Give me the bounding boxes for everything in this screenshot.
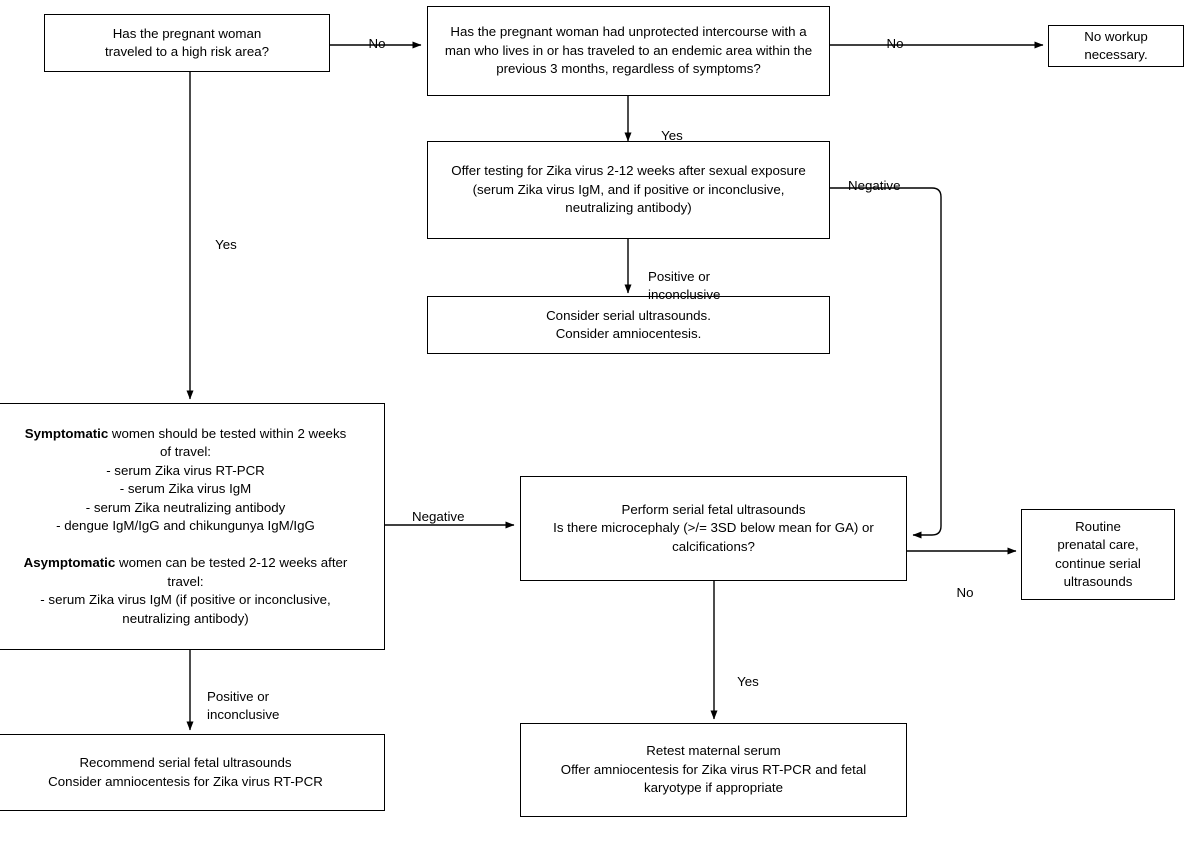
node-testing-panel-text: Symptomatic women should be tested withi… [0, 425, 384, 629]
node-offer-testing[interactable]: Offer testing for Zika virus 2-12 weeks … [427, 141, 830, 239]
asymptomatic-label: Asymptomatic [23, 555, 116, 571]
node-retest-maternal-serum[interactable]: Retest maternal serum Offer amniocentesi… [520, 723, 907, 817]
symptomatic-item-3: - dengue IgM/IgG and chikungunya IgM/IgG [56, 518, 315, 534]
node-perform-serial-ultrasounds-text: Perform serial fetal ultrasounds Is ther… [553, 501, 874, 554]
symptomatic-line2: of travel: [160, 444, 211, 460]
edge-label-negative-left-to-serial: Negative [412, 508, 465, 524]
edge-label-positive-or-inconclusive-top: Positive or inconclusive [648, 268, 721, 303]
node-routine-prenatal-care-text: Routine prenatal care, continue serial u… [1055, 518, 1141, 590]
edge-label-no-to-routine: No [956, 584, 974, 600]
node-routine-prenatal-care[interactable]: Routine prenatal care, continue serial u… [1021, 509, 1175, 600]
edge-label-no-top: No [368, 35, 386, 51]
edge-label-yes-to-retest: Yes [737, 673, 759, 689]
panel-spacer [0, 536, 378, 555]
symptomatic-item-0: - serum Zika virus RT-PCR [106, 462, 265, 478]
node-offer-testing-text: Offer testing for Zika virus 2-12 weeks … [451, 163, 806, 216]
node-travel-question-text: Has the pregnant woman traveled to a hig… [104, 25, 270, 60]
node-recommend-serial-ultrasounds-text: Recommend serial fetal ultrasounds Consi… [48, 755, 323, 789]
edge-label-yes-to-offer-testing: Yes [661, 127, 683, 143]
node-consider-serial-ultrasounds[interactable]: Consider serial ultrasounds. Consider am… [427, 296, 830, 354]
symptomatic-rest: women should be tested within 2 weeks [108, 425, 347, 441]
edge-offer-testing-negative-to-perform-serial [830, 187, 942, 539]
node-consider-serial-ultrasounds-text: Consider serial ultrasounds. Consider am… [546, 307, 711, 342]
symptomatic-label: Symptomatic [24, 425, 109, 441]
node-retest-maternal-serum-text: Retest maternal serum Offer amniocentesi… [560, 743, 867, 796]
node-testing-panel[interactable]: Symptomatic women should be tested withi… [0, 403, 385, 650]
asymptomatic-rest: women can be tested 2-12 weeks after [115, 555, 348, 571]
node-no-workup[interactable]: No workup necessary. [1048, 25, 1184, 67]
edge-label-yes-left-branch: Yes [215, 236, 237, 252]
node-sexual-exposure-question[interactable]: Has the pregnant woman had unprotected i… [427, 6, 830, 96]
asymptomatic-item-1: neutralizing antibody) [122, 610, 249, 626]
node-sexual-exposure-question-text: Has the pregnant woman had unprotected i… [444, 24, 813, 77]
asymptomatic-line2: travel: [167, 573, 204, 589]
edge-label-positive-or-inconclusive-bottom: Positive or inconclusive [207, 688, 280, 723]
edge-label-no-to-no-workup: No [886, 35, 904, 51]
symptomatic-item-1: - serum Zika virus IgM [119, 481, 252, 497]
node-perform-serial-ultrasounds[interactable]: Perform serial fetal ultrasounds Is ther… [520, 476, 907, 581]
edge-label-negative-from-offer-testing: Negative [848, 177, 901, 193]
node-travel-question[interactable]: Has the pregnant woman traveled to a hig… [44, 14, 330, 72]
node-no-workup-text: No workup necessary. [1084, 28, 1148, 63]
symptomatic-item-2: - serum Zika neutralizing antibody [85, 499, 286, 515]
node-recommend-serial-ultrasounds[interactable]: Recommend serial fetal ultrasounds Consi… [0, 734, 385, 811]
asymptomatic-item-0: - serum Zika virus IgM (if positive or i… [40, 592, 331, 608]
